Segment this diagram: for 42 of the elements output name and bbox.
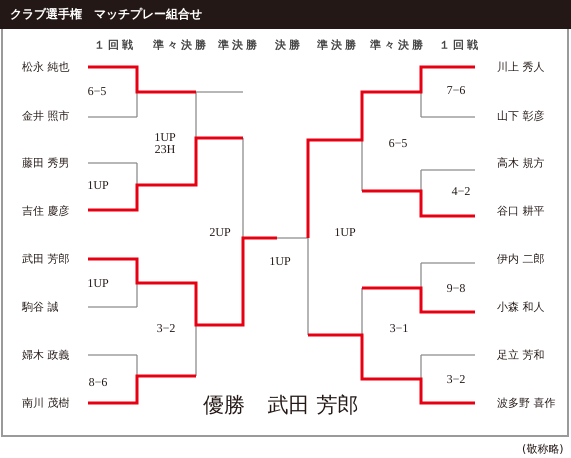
- note: (敬称略): [522, 442, 564, 456]
- player-name: 高木 規方: [497, 156, 544, 170]
- match-score: 1UP: [87, 179, 109, 191]
- match-score: 2UP: [209, 226, 231, 238]
- player-name: 婦木 政義: [22, 348, 70, 362]
- match-score: 1UP 23H: [153, 131, 177, 155]
- player-name: 小森 和人: [497, 300, 544, 314]
- column-heading: １回戦: [94, 38, 136, 52]
- match-score: 9−8: [446, 282, 466, 294]
- column-heading: １回戦: [439, 38, 481, 52]
- match-score: 7−6: [446, 84, 466, 96]
- title: クラブ選手権 マッチプレー組合せ: [10, 6, 202, 23]
- player-name: 松永 純也: [22, 60, 70, 74]
- match-score: 1UP: [87, 277, 109, 289]
- player-name: 金井 照市: [22, 108, 70, 124]
- winner-heading: 優勝: [203, 392, 245, 419]
- match-score: 3−2: [156, 322, 176, 334]
- winner-name: 武田 芳郎: [268, 392, 358, 419]
- player-name: 藤田 秀男: [22, 156, 70, 170]
- match-score: 4−2: [452, 185, 470, 197]
- player-name: 南川 茂樹: [22, 396, 70, 410]
- match-score: 1UP: [269, 255, 291, 267]
- column-heading: 準決勝: [317, 38, 359, 52]
- player-name: 吉住 慶彦: [22, 204, 70, 218]
- player-name: 足立 芳和: [497, 348, 544, 362]
- match-score: 8−6: [88, 376, 108, 388]
- match-score: 3−1: [390, 322, 408, 334]
- column-heading: 決勝: [275, 38, 303, 52]
- player-name: 山下 彰彦: [497, 108, 544, 124]
- match-score: 3−2: [446, 373, 466, 385]
- player-name: 駒谷 誠: [22, 300, 58, 314]
- player-name: 伊内 二郎: [497, 252, 544, 266]
- match-score: 1UP: [334, 226, 356, 238]
- match-score: 6−5: [88, 85, 106, 97]
- player-name: 川上 秀人: [497, 60, 544, 74]
- player-name: 波多野 喜作: [497, 396, 556, 410]
- player-name: 武田 芳郎: [22, 252, 70, 266]
- column-heading: 準々決勝: [370, 38, 426, 52]
- column-heading: 準々決勝: [153, 38, 209, 52]
- column-heading: 準決勝: [218, 38, 260, 52]
- match-score: 6−5: [388, 137, 408, 149]
- player-name: 谷口 耕平: [497, 204, 544, 218]
